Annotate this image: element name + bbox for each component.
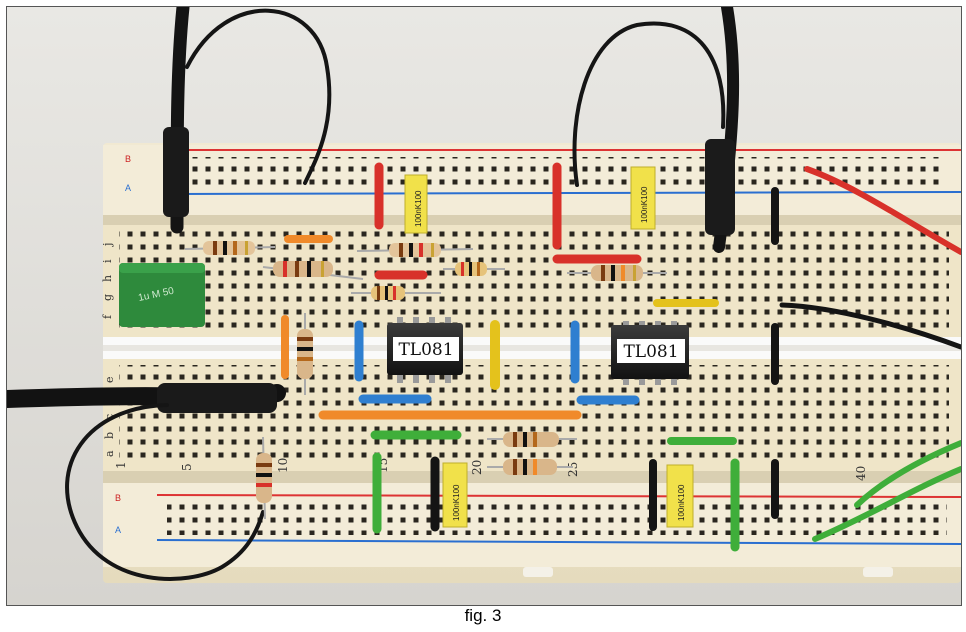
row-letter: e bbox=[103, 376, 116, 383]
capacitor-label: 100nK100 bbox=[414, 190, 423, 227]
yellow-capacitor: 100nK100 bbox=[666, 464, 694, 528]
capacitor-label: 100nK100 bbox=[677, 484, 686, 521]
row-letter: a bbox=[103, 450, 116, 457]
row-letters-top: f g h i j bbox=[101, 243, 114, 319]
column-number: 40 bbox=[854, 466, 868, 481]
yellow-capacitor: 100nK100 bbox=[442, 462, 468, 528]
op-amp-chip: TL081 bbox=[387, 317, 463, 383]
column-number: 20 bbox=[470, 460, 484, 475]
chip-label: TL081 bbox=[623, 342, 678, 362]
yellow-capacitor: 100nK100 bbox=[404, 174, 428, 234]
resistor bbox=[297, 313, 313, 395]
row-letter: g bbox=[101, 294, 114, 301]
column-number: 25 bbox=[566, 462, 580, 477]
figure-caption: fig. 3 bbox=[464, 606, 502, 625]
jumper-wires bbox=[281, 162, 779, 552]
chip-label: TL081 bbox=[398, 340, 453, 360]
breadboard-scene: B A B A f g h i j a b c d e 1 5 10 15 20… bbox=[7, 7, 961, 605]
resistors bbox=[184, 241, 667, 520]
resistor bbox=[262, 261, 364, 280]
row-letter: f bbox=[101, 314, 114, 319]
row-letter: j bbox=[101, 243, 114, 248]
yellow-capacitors: 100nK100 100nK100 100nK100 100nK100 bbox=[404, 166, 694, 528]
op-amp-chip: TL081 bbox=[611, 321, 689, 385]
rail-mark-top-b: B bbox=[125, 154, 131, 164]
resistor bbox=[351, 286, 441, 300]
resistor bbox=[184, 241, 276, 255]
column-number: 5 bbox=[180, 463, 194, 471]
row-letter: b bbox=[103, 432, 116, 439]
board-feet bbox=[523, 567, 893, 577]
black-cables-top bbox=[163, 7, 740, 253]
wires-right bbox=[779, 166, 961, 542]
capacitor-label: 100nK100 bbox=[640, 186, 649, 223]
resistor bbox=[256, 436, 272, 520]
resistor bbox=[487, 459, 573, 475]
resistor bbox=[443, 262, 505, 276]
rail-mark-bottom-a: A bbox=[115, 525, 121, 535]
column-number: 10 bbox=[276, 458, 290, 473]
row-letter: i bbox=[101, 259, 114, 263]
resistor bbox=[356, 243, 474, 257]
row-letter: c bbox=[103, 414, 116, 420]
rail-mark-bottom-b: B bbox=[115, 493, 121, 503]
resistor bbox=[567, 265, 667, 281]
breadboard-photo: B A B A f g h i j a b c d e 1 5 10 15 20… bbox=[6, 6, 962, 606]
column-number: 1 bbox=[114, 461, 128, 469]
row-letter: h bbox=[101, 275, 114, 282]
green-capacitor: 1u M 50 bbox=[119, 263, 205, 327]
capacitor-label: 100nK100 bbox=[452, 484, 461, 521]
breadboard bbox=[103, 143, 961, 583]
rail-mark-top-a: A bbox=[125, 183, 131, 193]
yellow-capacitor: 100nK100 bbox=[630, 166, 656, 230]
black-cable-left bbox=[7, 383, 286, 581]
resistor bbox=[487, 432, 577, 447]
